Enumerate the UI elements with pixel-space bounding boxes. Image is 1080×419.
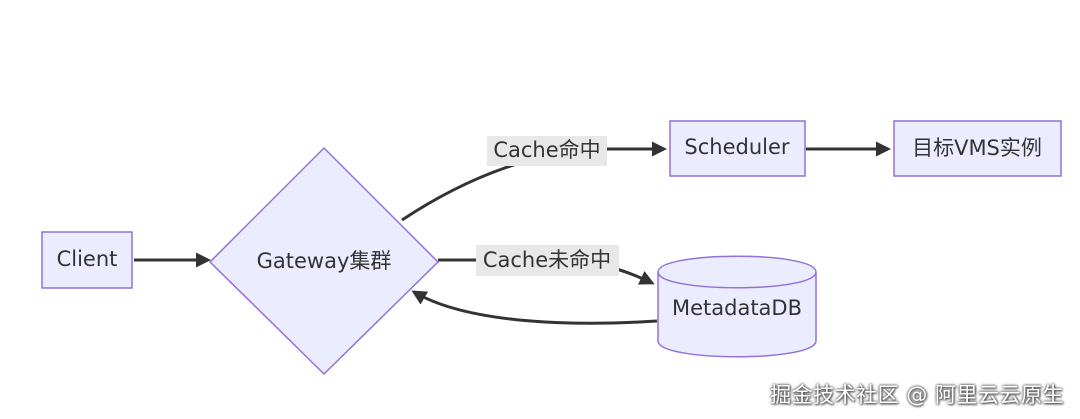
edge-label-cache-hit: Cache命中 [487,136,607,166]
node-scheduler: Scheduler [669,120,806,177]
edge-label-cache-miss-text: Cache未命中 [483,248,611,272]
edge-metadatadb-gateway [411,290,658,325]
node-client-label: Client [57,247,118,271]
node-client: Client [41,231,133,289]
node-gateway: Gateway集群 [208,146,440,376]
node-target-vms-label: 目标VMS实例 [912,136,1042,160]
node-target-vms: 目标VMS实例 [893,120,1062,177]
edge-label-cache-miss: Cache未命中 [476,245,619,276]
node-metadatadb-label: MetadataDB [672,296,802,320]
edge-label-cache-hit-text: Cache命中 [493,138,600,162]
node-metadatadb: MetadataDB [657,255,817,358]
watermark: 掘金技术社区 @ 阿里云云原生 [770,383,1064,407]
node-gateway-label: Gateway集群 [257,249,392,273]
node-scheduler-label: Scheduler [684,135,789,159]
